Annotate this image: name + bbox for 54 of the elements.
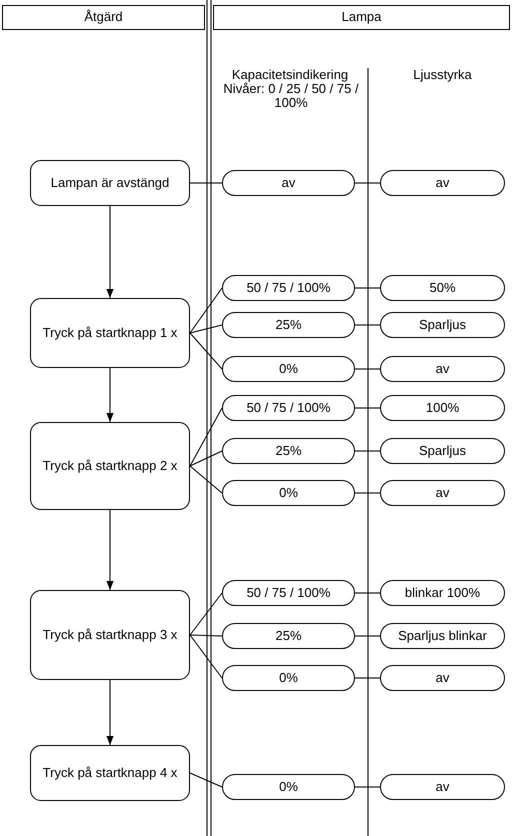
connector-line — [190, 324, 222, 334]
connector-line — [354, 592, 380, 594]
column-heading: Kapacitetsindikering — [230, 68, 350, 82]
connector-line — [190, 288, 222, 334]
lane-header: Åtgärd — [2, 5, 205, 30]
status-pill: av — [380, 170, 505, 196]
arrow — [106, 368, 114, 422]
action-box: Lampan är avstängd — [30, 160, 190, 206]
status-pill: av — [380, 774, 505, 800]
action-box: Tryck på startknapp 3 x — [30, 590, 190, 680]
action-box: Tryck på startknapp 1 x — [30, 298, 190, 368]
connector-line — [190, 772, 222, 788]
status-pill: Sparljus blinkar — [380, 623, 505, 649]
status-pill: 0% — [222, 356, 355, 382]
connector-line — [190, 408, 222, 466]
status-pill: 0% — [222, 774, 355, 800]
connector-line — [190, 592, 222, 636]
status-pill: 25% — [222, 312, 355, 338]
connector-line — [354, 182, 380, 184]
connector-line — [190, 182, 222, 184]
status-pill: 0% — [222, 480, 355, 506]
connector-line — [354, 492, 380, 494]
status-pill: 50 / 75 / 100% — [222, 395, 355, 421]
status-pill: Sparljus — [380, 438, 505, 464]
status-pill: av — [380, 665, 505, 691]
column-heading: Ljusstyrka — [412, 68, 473, 82]
status-pill: Sparljus — [380, 312, 505, 338]
connector-line — [354, 368, 380, 370]
status-pill: av — [380, 356, 505, 382]
action-box: Tryck på startknapp 2 x — [30, 422, 190, 510]
status-pill: av — [222, 170, 355, 196]
connector-line — [190, 634, 222, 636]
status-pill: 50 / 75 / 100% — [222, 275, 355, 301]
connector-line — [354, 450, 380, 452]
lane-header: Lampa — [213, 5, 510, 30]
status-pill: av — [380, 480, 505, 506]
connector-line — [190, 332, 222, 370]
status-pill: 50% — [380, 275, 505, 301]
status-pill: 0% — [222, 665, 355, 691]
arrow — [106, 206, 114, 298]
status-pill: 50 / 75 / 100% — [222, 580, 355, 606]
arrow — [106, 680, 114, 746]
arrow — [106, 510, 114, 590]
column-heading: Nivåer: 0 / 25 / 50 / 75 / 100% — [222, 82, 360, 110]
action-box: Tryck på startknapp 4 x — [30, 745, 190, 801]
connector-line — [190, 634, 222, 678]
status-pill: 25% — [222, 623, 355, 649]
connector-line — [354, 324, 380, 326]
connector-line — [190, 466, 222, 494]
connector-line — [190, 450, 222, 466]
connector-line — [354, 786, 380, 788]
status-pill: blinkar 100% — [380, 580, 505, 606]
status-pill: 25% — [222, 438, 355, 464]
status-pill: 100% — [380, 395, 505, 421]
